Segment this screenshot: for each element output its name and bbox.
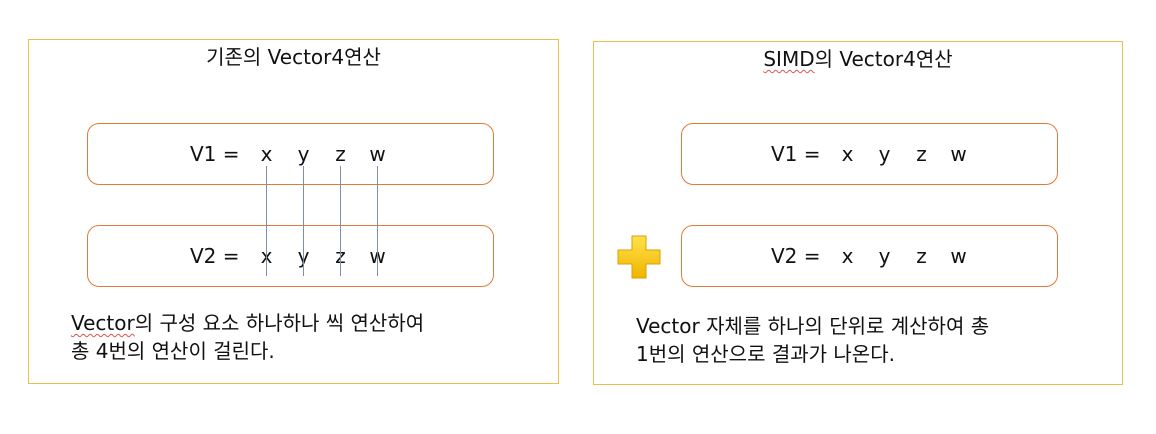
- left-desc-vector-word: Vector: [71, 311, 135, 335]
- plus-icon: [617, 235, 661, 279]
- right-v1-box: V1 = x y z w: [681, 123, 1058, 185]
- left-desc-line2: 총 4번의 연산이 걸린다.: [71, 339, 275, 363]
- left-desc-line1-rest: 의 구성 요소 하나하나 씩 연산하여: [134, 311, 425, 335]
- v1-z: z: [335, 142, 346, 166]
- left-description: Vector의 구성 요소 하나하나 씩 연산하여 총 4번의 연산이 걸린다.: [71, 309, 424, 365]
- right-description: Vector 자체를 하나의 단위로 계산하여 총 1번의 연산으로 결과가 나…: [636, 312, 989, 368]
- v2-label: V2 =: [190, 244, 240, 268]
- v1-y: y: [297, 142, 310, 166]
- left-v1-row: V1 = x y z w: [190, 124, 396, 184]
- v2-y: y: [878, 244, 891, 268]
- left-desc-line1: Vector의 구성 요소 하나하나 씩 연산하여: [71, 309, 424, 337]
- right-title-rest: 의 Vector4연산: [814, 47, 953, 71]
- left-v2-box: V2 = x y z w: [87, 225, 494, 287]
- right-panel-title: SIMD의 Vector4연산: [594, 46, 1122, 72]
- v1-label: V1 =: [190, 142, 240, 166]
- connector-z: [340, 166, 341, 276]
- connector-x: [266, 166, 267, 276]
- v2-x: x: [841, 244, 854, 268]
- right-desc-line1: Vector 자체를 하나의 단위로 계산하여 총: [636, 314, 990, 338]
- right-v2-box: V2 = x y z w: [681, 225, 1058, 287]
- right-desc-line2: 1번의 연산으로 결과가 나온다.: [636, 342, 895, 366]
- v1-label: V1 =: [771, 142, 821, 166]
- left-v2-row: V2 = x y z w: [190, 226, 396, 286]
- right-v1-row: V1 = x y z w: [771, 124, 977, 184]
- connector-y: [303, 166, 304, 276]
- right-title-simd-word: SIMD: [763, 47, 815, 71]
- left-panel-title: 기존의 Vector4연산: [206, 45, 381, 69]
- v1-x: x: [841, 142, 854, 166]
- left-panel: 기존의 Vector4연산 V1 = x y z w V2 = x y z w …: [28, 39, 559, 384]
- right-panel: SIMD의 Vector4연산 V1 = x y z w V2 = x y z …: [593, 41, 1123, 385]
- v2-label: V2 =: [771, 244, 821, 268]
- connector-w: [377, 166, 378, 276]
- v2-w: w: [950, 244, 967, 268]
- right-v2-row: V2 = x y z w: [771, 226, 977, 286]
- v1-w: w: [369, 142, 386, 166]
- v1-y: y: [878, 142, 891, 166]
- v2-z: z: [916, 244, 927, 268]
- v1-x: x: [260, 142, 273, 166]
- v1-w: w: [950, 142, 967, 166]
- left-v1-box: V1 = x y z w: [87, 123, 494, 185]
- v1-z: z: [916, 142, 927, 166]
